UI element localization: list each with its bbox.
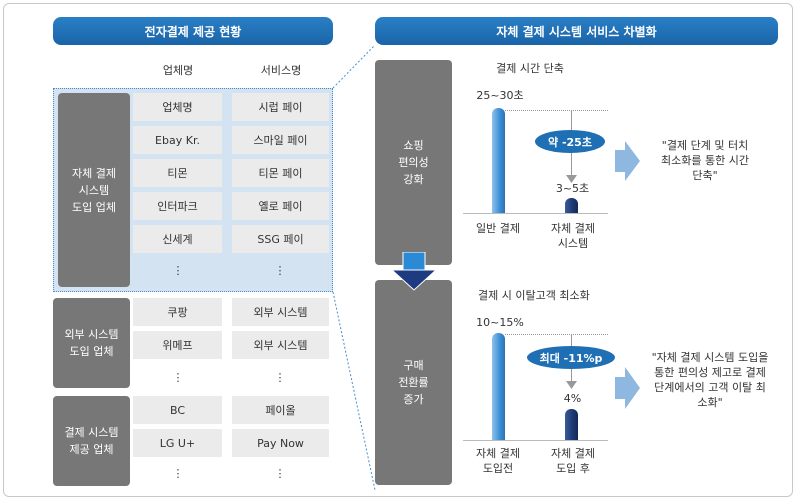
bar-value: 25~30초 (476, 89, 524, 102)
ellipsis: ⋮ (172, 371, 184, 384)
bar-value: 3~5초 (555, 182, 590, 195)
left-header: 전자결제 제공 현황 (53, 17, 333, 45)
company-cell: BC (133, 396, 222, 424)
bar-standard (492, 108, 505, 213)
company-cell: 티몬 (133, 159, 222, 187)
service-cell: SSG 페이 (232, 225, 329, 253)
service-cell: 페이올 (232, 396, 329, 424)
service-cell: 외부 시스템 (232, 331, 329, 359)
baseline (463, 440, 608, 441)
ellipsis: ⋮ (172, 467, 184, 480)
bar-value: 10~15% (476, 316, 524, 329)
arrow-head-icon (566, 175, 577, 183)
service-cell: 외부 시스템 (232, 298, 329, 326)
bar-in-house (565, 198, 578, 213)
connector-bottom (332, 291, 376, 491)
chart-title: 결제 시 이탈고객 최소화 (478, 289, 590, 302)
difference-badge: 최대 -11%p (527, 346, 615, 369)
company-cell: LG U+ (133, 429, 222, 457)
ellipsis: ⋮ (274, 264, 286, 277)
connector-top (332, 44, 376, 89)
bar-after (565, 409, 578, 440)
company-cell: Ebay Kr. (133, 126, 222, 154)
bar-value: 4% (563, 392, 582, 405)
arrow-head-icon (566, 381, 577, 389)
reference-line (505, 110, 608, 111)
chart-title: 결제 시간 단축 (496, 62, 564, 75)
outer-frame (3, 3, 793, 497)
service-cell: 스마일 페이 (232, 126, 329, 154)
col-header-company: 업체명 (162, 64, 194, 77)
company-cell: 위메프 (133, 331, 222, 359)
service-cell: 옐로 페이 (232, 192, 329, 220)
ellipsis: ⋮ (274, 371, 286, 384)
ellipsis: ⋮ (172, 264, 184, 277)
reference-line (505, 334, 608, 335)
baseline (463, 213, 608, 214)
col-header-service: 서비스명 (260, 64, 302, 77)
company-cell: 쿠팡 (133, 298, 222, 326)
down-arrow-icon (390, 252, 438, 291)
right-header: 자체 결제 시스템 서비스 차별화 (375, 17, 778, 45)
company-cell: 인터파크 (133, 192, 222, 220)
company-cell: 신세계 (133, 225, 222, 253)
right-arrow-icon (615, 367, 640, 409)
company-cell: 업체명 (133, 93, 222, 121)
bar-before (492, 333, 505, 440)
difference-badge: 약 -25초 (535, 130, 605, 153)
service-cell: 시럽 페이 (232, 93, 329, 121)
right-arrow-icon (615, 141, 640, 181)
ellipsis: ⋮ (274, 467, 286, 480)
bar-label: 일반 결제 (476, 222, 520, 235)
service-cell: Pay Now (232, 429, 329, 457)
service-cell: 티몬 페이 (232, 159, 329, 187)
